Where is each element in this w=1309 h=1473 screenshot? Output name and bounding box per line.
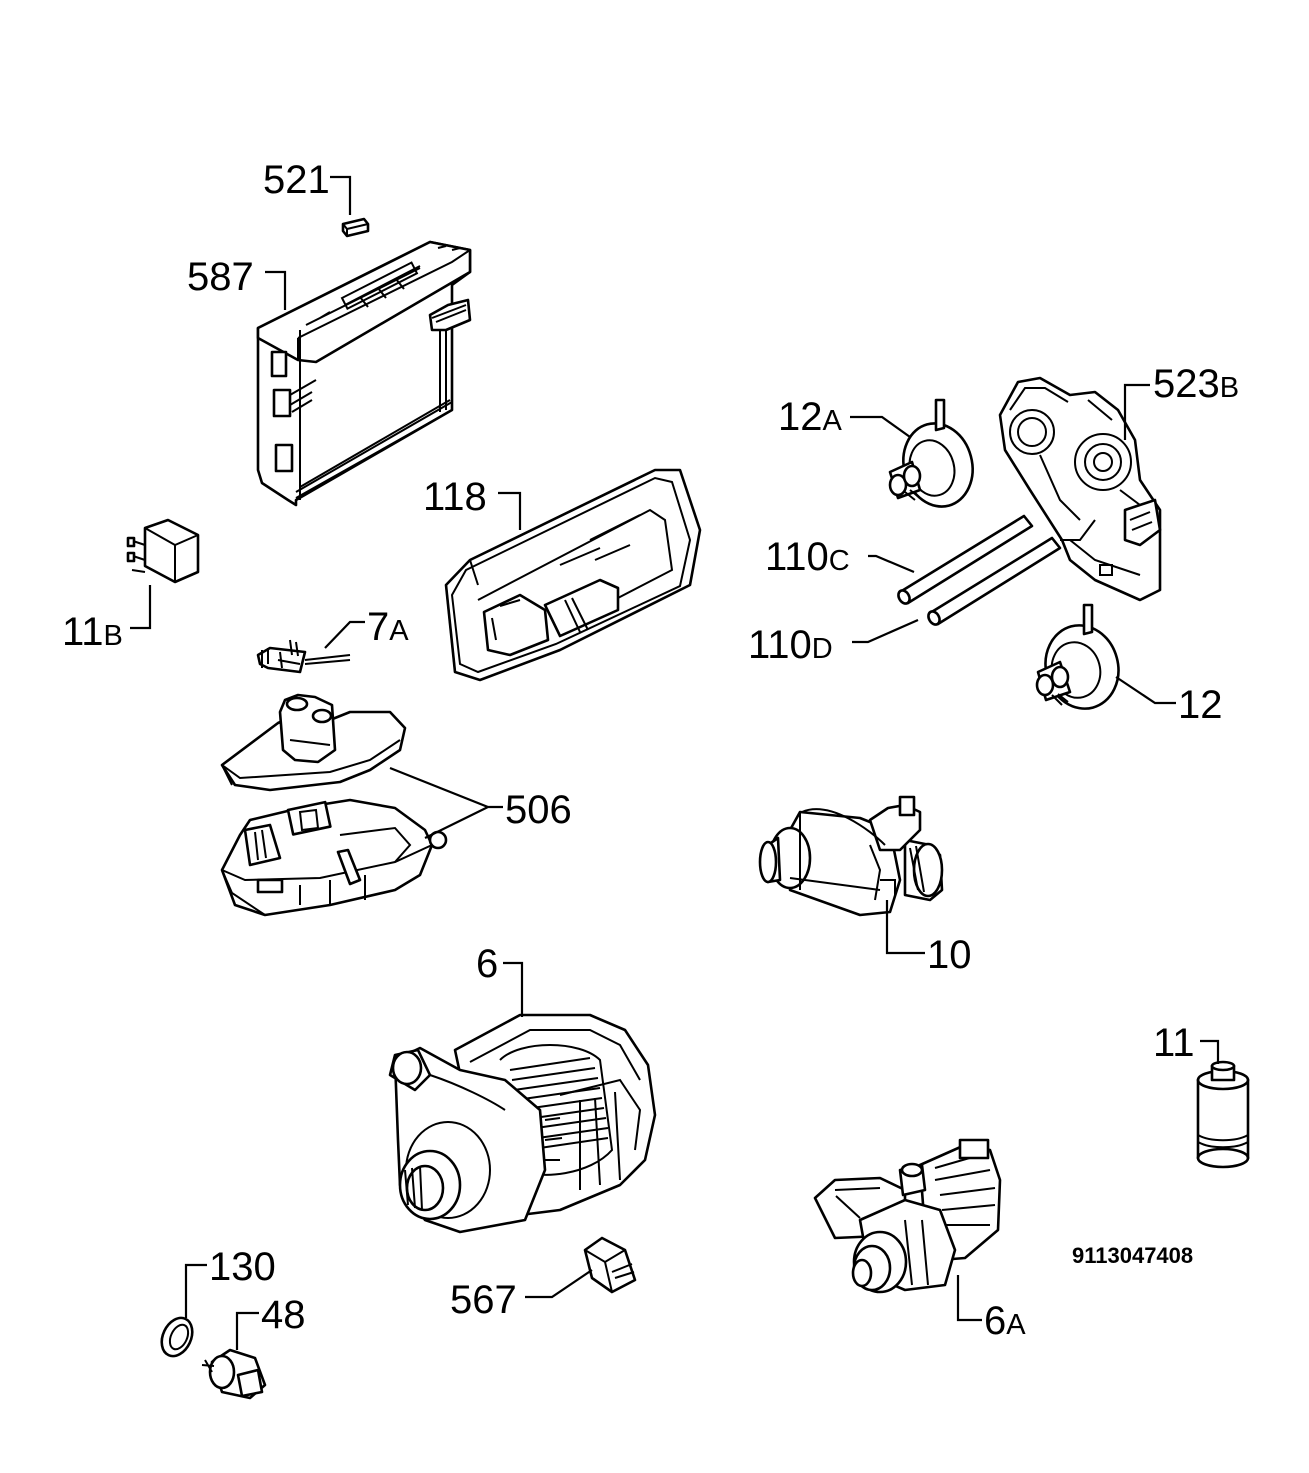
callout-6A: 6A bbox=[984, 1299, 1026, 1343]
leader-110C bbox=[868, 554, 915, 574]
callout-523B: 523B bbox=[1153, 362, 1239, 406]
callout-11B: 11B bbox=[62, 610, 123, 654]
leader-6 bbox=[503, 961, 524, 1017]
callout-130: 130 bbox=[209, 1245, 276, 1289]
part-587 bbox=[256, 240, 472, 507]
part-7A bbox=[256, 639, 351, 674]
leader-7A bbox=[324, 620, 365, 649]
part-12 bbox=[1035, 603, 1120, 710]
part-6A bbox=[813, 1138, 1002, 1294]
part-10 bbox=[758, 795, 944, 917]
leader-118 bbox=[498, 491, 522, 530]
part-523B bbox=[998, 376, 1162, 602]
leader-587 bbox=[265, 270, 287, 310]
part-12A bbox=[888, 398, 974, 508]
part-110D bbox=[927, 536, 1062, 626]
leader-6A bbox=[956, 1275, 982, 1322]
callout-12: 12 bbox=[1178, 683, 1223, 727]
leader-523B bbox=[1123, 383, 1150, 440]
part-130 bbox=[160, 1316, 194, 1358]
callout-506: 506 bbox=[505, 788, 572, 832]
callout-10: 10 bbox=[927, 933, 972, 977]
document-id: 9113047408 bbox=[1072, 1243, 1193, 1268]
callout-110C: 110C bbox=[765, 535, 850, 579]
part-11B bbox=[126, 518, 200, 584]
part-118 bbox=[444, 468, 702, 682]
leader-10 bbox=[885, 900, 925, 955]
leader-521 bbox=[330, 175, 352, 215]
callout-7A: 7A bbox=[367, 605, 409, 649]
callout-11: 11 bbox=[1153, 1021, 1195, 1065]
leader-11B bbox=[130, 585, 152, 630]
part-506 bbox=[220, 693, 448, 917]
part-48 bbox=[201, 1348, 267, 1400]
leader-11 bbox=[1200, 1039, 1220, 1064]
callout-118: 118 bbox=[423, 475, 487, 519]
leader-12 bbox=[1115, 676, 1176, 705]
callout-labels: 521 587 118 11B 7A 506 12A 523B 110C 110… bbox=[62, 158, 1239, 1343]
part-6 bbox=[388, 1013, 657, 1234]
leader-lines bbox=[130, 175, 1220, 1350]
part-521 bbox=[341, 217, 370, 238]
callout-48: 48 bbox=[261, 1293, 306, 1337]
part-110C bbox=[897, 514, 1034, 605]
leader-12A bbox=[850, 415, 911, 438]
callout-12A: 12A bbox=[778, 395, 843, 439]
part-567 bbox=[583, 1236, 637, 1294]
leader-567 bbox=[525, 1269, 593, 1299]
part-11 bbox=[1196, 1060, 1250, 1169]
callout-587: 587 bbox=[187, 255, 254, 299]
callout-6: 6 bbox=[476, 942, 498, 986]
leader-506 bbox=[389, 766, 503, 839]
callout-567: 567 bbox=[450, 1278, 517, 1322]
leader-48 bbox=[235, 1311, 259, 1350]
leader-110D bbox=[852, 618, 919, 644]
leader-130 bbox=[184, 1263, 207, 1318]
callout-110D: 110D bbox=[748, 623, 833, 667]
callout-521: 521 bbox=[263, 158, 330, 202]
